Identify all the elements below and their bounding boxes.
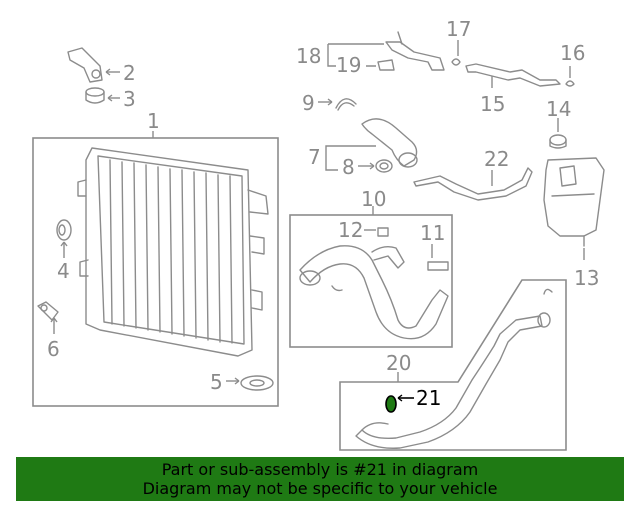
hose-part-22[interactable] [413,167,533,201]
callout-3[interactable]: 3 [123,87,136,111]
hose-part-10[interactable] [299,245,449,340]
lower-hose-part-20[interactable] [355,288,553,449]
callout-2[interactable]: 2 [123,61,136,85]
insulator-part-3[interactable] [85,87,105,104]
callout-21[interactable]: 21 [416,386,441,410]
callout-10[interactable]: 10 [361,187,386,211]
bracket-part-2[interactable] [67,47,103,83]
connector-part-11[interactable] [427,261,449,271]
clamp-part-16[interactable] [565,80,575,87]
callout-22[interactable]: 22 [484,147,509,171]
callout-7[interactable]: 7 [308,145,321,169]
banner-line-1: Part or sub-assembly is #21 in diagram [161,460,479,479]
clamp-part-9[interactable] [335,98,357,111]
cap-part-14[interactable] [549,134,567,149]
callout-20[interactable]: 20 [386,351,411,375]
callout-12[interactable]: 12 [338,218,363,242]
insulator-part-5[interactable] [240,375,274,391]
lower-hose-group-box [339,279,567,451]
banner-line-2: Diagram may not be specific to your vehi… [142,479,498,498]
upper-hose-part[interactable] [361,118,418,168]
callout-15[interactable]: 15 [480,92,505,116]
callout-11[interactable]: 11 [420,221,445,245]
insulator-part-4[interactable] [56,219,72,241]
callout-9[interactable]: 9 [302,91,315,115]
clip-part-12[interactable] [377,227,389,237]
pipe-part-18[interactable] [385,31,445,71]
radiator-part[interactable] [77,147,269,357]
callout-19[interactable]: 19 [336,53,361,77]
callout-18[interactable]: 18 [296,44,321,68]
callout-14[interactable]: 14 [546,97,571,121]
clamp-part-17[interactable] [451,58,461,66]
callout-1[interactable]: 1 [147,109,160,133]
callout-4[interactable]: 4 [57,259,70,283]
callout-6[interactable]: 6 [47,337,60,361]
sensor-part-6[interactable] [37,301,59,321]
hose-part-15[interactable] [465,63,561,87]
callout-8[interactable]: 8 [342,155,355,179]
callout-16[interactable]: 16 [560,41,585,65]
seal-part-21-highlighted[interactable] [385,395,397,413]
callout-5[interactable]: 5 [210,370,223,394]
callout-17[interactable]: 17 [446,17,471,41]
callout-13[interactable]: 13 [574,266,599,290]
reservoir-part[interactable] [543,157,605,247]
notice-banner: Part or sub-assembly is #21 in diagram D… [16,457,624,501]
radiator-group-box [32,137,279,407]
clamp-part-8[interactable] [375,159,393,173]
clip-part-19[interactable] [377,59,395,71]
hose-group-box [289,214,453,348]
